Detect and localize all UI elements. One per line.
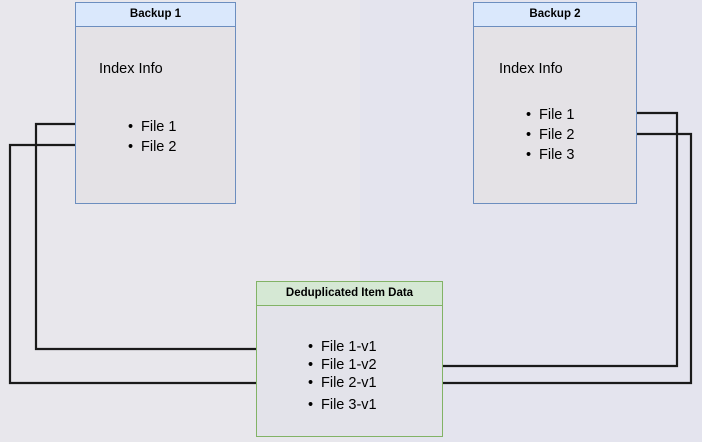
list-item: File 1-v2 bbox=[308, 356, 377, 374]
list-item: File 1 bbox=[526, 105, 574, 125]
list-item: File 3-v1 bbox=[308, 396, 377, 414]
backup-1-file-list: File 1 File 2 bbox=[128, 117, 176, 157]
backup-1-index-label: Index Info bbox=[99, 61, 163, 77]
list-item: File 2-v1 bbox=[308, 374, 377, 392]
backup-1-header: Backup 1 bbox=[76, 3, 235, 27]
list-item: File 1 bbox=[128, 117, 176, 137]
deduplicated-item-data-body: File 1-v1 File 1-v2 File 2-v1 File 3-v1 bbox=[257, 306, 442, 436]
backup-2-index-label: Index Info bbox=[499, 61, 563, 77]
list-item: File 2 bbox=[128, 137, 176, 157]
list-item: File 1-v1 bbox=[308, 338, 377, 356]
backup-2-file-list: File 1 File 2 File 3 bbox=[526, 105, 574, 165]
deduplicated-item-data-box[interactable]: Deduplicated Item Data File 1-v1 File 1-… bbox=[256, 281, 443, 437]
deduplicated-item-list: File 1-v1 File 1-v2 File 2-v1 File 3-v1 bbox=[308, 338, 377, 414]
backup-2-header: Backup 2 bbox=[474, 3, 636, 27]
backup-2-box[interactable]: Backup 2 Index Info File 1 File 2 File 3 bbox=[473, 2, 637, 204]
deduplicated-item-data-header: Deduplicated Item Data bbox=[257, 282, 442, 306]
backup-1-body: Index Info File 1 File 2 bbox=[76, 27, 235, 203]
list-item: File 3 bbox=[526, 145, 574, 165]
list-item: File 2 bbox=[526, 125, 574, 145]
backup-2-body: Index Info File 1 File 2 File 3 bbox=[474, 27, 636, 203]
backup-1-box[interactable]: Backup 1 Index Info File 1 File 2 bbox=[75, 2, 236, 204]
